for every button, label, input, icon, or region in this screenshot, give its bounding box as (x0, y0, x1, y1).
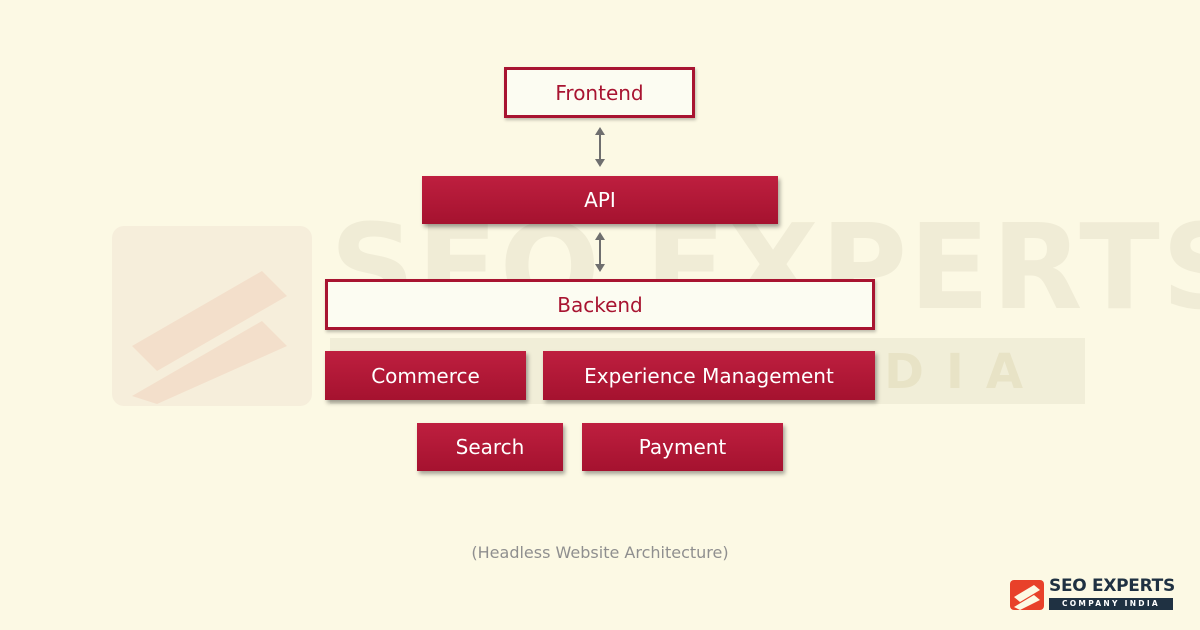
api-box: API (422, 176, 778, 224)
diagram-caption: (Headless Website Architecture) (471, 543, 729, 562)
service-payment: Payment (582, 423, 783, 471)
brand-logo-title: SEO EXPERTS (1049, 576, 1175, 596)
service-experience-management: Experience Management (543, 351, 875, 400)
double-arrow-icon (595, 127, 605, 167)
brand-logo-subtitle: COMPANY INDIA (1049, 598, 1173, 610)
service-commerce: Commerce (325, 351, 526, 400)
frontend-box: Frontend (504, 67, 695, 118)
brand-logo-icon (1010, 580, 1044, 610)
double-arrow-icon (595, 232, 605, 272)
brand-logo: SEO EXPERTS COMPANY INDIA (1010, 576, 1180, 612)
service-search: Search (417, 423, 563, 471)
backend-box: Backend (325, 279, 875, 330)
watermark-logo-mark (112, 226, 312, 406)
